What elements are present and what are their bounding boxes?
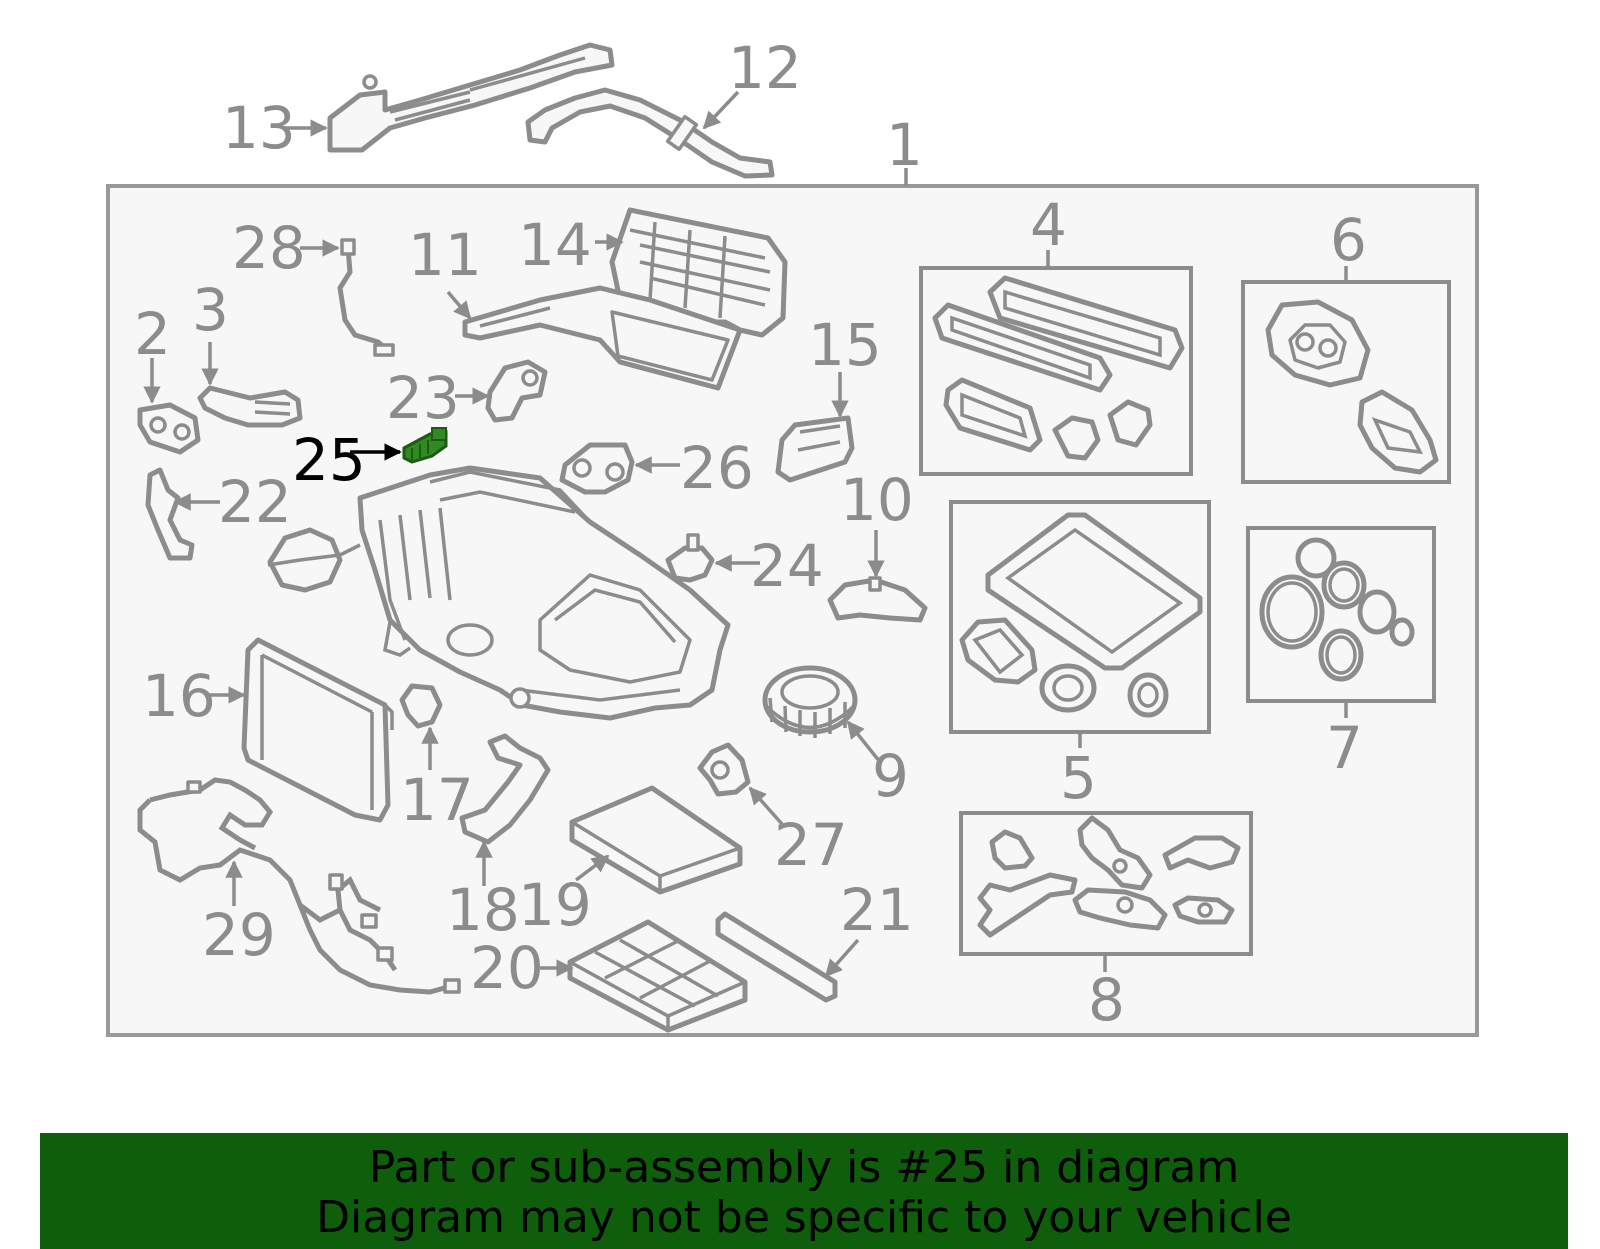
part-4-seal-kit[interactable]: [919, 250, 1193, 476]
callout-2[interactable]: 2: [134, 300, 171, 368]
part-8-linkage-kit[interactable]: [959, 811, 1253, 972]
callout-27[interactable]: 27: [774, 811, 848, 879]
banner-line-part-number: Part or sub-assembly is #25 in diagram: [368, 1142, 1240, 1193]
part-10-resistor[interactable]: [827, 576, 928, 623]
part-7-o-ring-kit[interactable]: [1246, 526, 1436, 718]
part-21-seal[interactable]: [715, 911, 838, 1003]
callout-3[interactable]: 3: [192, 276, 229, 344]
callout-24[interactable]: 24: [750, 532, 824, 600]
callout-26[interactable]: 26: [680, 434, 754, 502]
info-banner: Part or sub-assembly is #25 in diagram D…: [40, 1133, 1568, 1249]
part-26-mount[interactable]: [559, 442, 635, 495]
part-12-hose[interactable]: [525, 87, 775, 179]
callout-7[interactable]: 7: [1326, 714, 1363, 782]
part-27-actuator[interactable]: [697, 742, 751, 797]
callout-23[interactable]: 23: [386, 364, 460, 432]
callout-21[interactable]: 21: [840, 876, 914, 944]
part-11-heater-core-tubes[interactable]: [462, 285, 743, 391]
callout-18[interactable]: 18: [446, 876, 520, 944]
part-5-seal-kit[interactable]: [949, 500, 1211, 748]
callout-16[interactable]: 16: [142, 662, 216, 730]
callout-15[interactable]: 15: [808, 311, 882, 379]
part-23-actuator[interactable]: [485, 359, 548, 423]
callout-11[interactable]: 11: [408, 221, 482, 289]
part-13-heater-hose[interactable]: [327, 42, 615, 153]
callout-10[interactable]: 10: [840, 466, 914, 534]
part-25-highlighted[interactable]: [402, 427, 448, 464]
callout-9[interactable]: 9: [872, 742, 909, 810]
callout-13[interactable]: 13: [222, 94, 296, 162]
part-20-filter-frame[interactable]: [567, 919, 748, 1033]
part-3-duct[interactable]: [197, 385, 303, 428]
hvac-case: [267, 465, 731, 721]
callout-28[interactable]: 28: [232, 214, 306, 282]
callout-6[interactable]: 6: [1330, 206, 1367, 274]
part-17-valve[interactable]: [399, 683, 443, 729]
callout-25-highlighted[interactable]: 25: [292, 426, 366, 494]
part-19-cabin-filter[interactable]: [569, 785, 743, 895]
callout-17[interactable]: 17: [400, 766, 474, 834]
callout-5[interactable]: 5: [1060, 744, 1097, 812]
callout-12[interactable]: 12: [728, 34, 802, 102]
callout-1[interactable]: 1: [886, 111, 923, 179]
part-9-blower-wheel[interactable]: [762, 665, 858, 738]
callout-22[interactable]: 22: [218, 468, 292, 536]
callout-14[interactable]: 14: [518, 211, 592, 279]
banner-line-disclaimer: Diagram may not be specific to your vehi…: [316, 1192, 1292, 1243]
part-6-vent-kit[interactable]: [1241, 266, 1451, 484]
part-15-module[interactable]: [775, 415, 855, 483]
part-22-bracket[interactable]: [145, 467, 195, 561]
part-29-wiring-harness[interactable]: [137, 777, 461, 995]
part-28-sensor[interactable]: [337, 238, 395, 357]
callout-20[interactable]: 20: [470, 934, 544, 1002]
part-2-grommet[interactable]: [137, 402, 201, 455]
callout-29[interactable]: 29: [202, 901, 276, 969]
callout-19[interactable]: 19: [518, 871, 592, 939]
part-16-evaporator[interactable]: [241, 637, 394, 823]
callout-8[interactable]: 8: [1088, 966, 1125, 1034]
callout-4[interactable]: 4: [1030, 191, 1067, 259]
